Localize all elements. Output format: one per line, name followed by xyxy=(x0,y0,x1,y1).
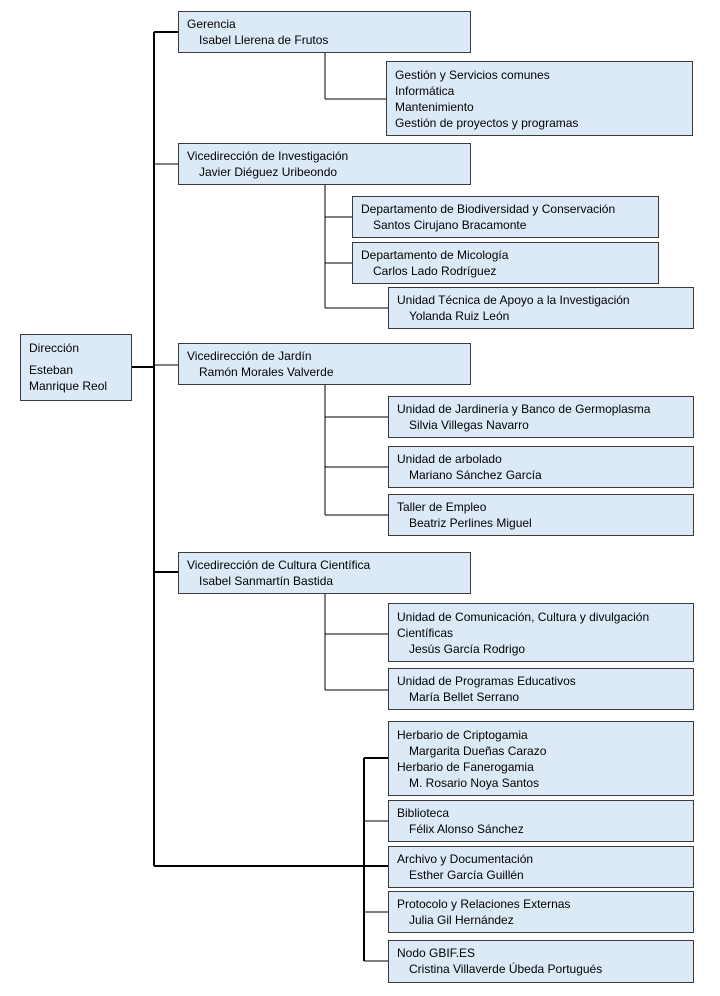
unit-title: Archivo y Documentación xyxy=(397,852,534,866)
unit-box-herbarios: Herbario de Criptogamia Margarita Dueñas… xyxy=(388,721,694,796)
cultura-box: Vicedirección de Cultura Científica Isab… xyxy=(178,552,471,594)
service-item: Gestión y Servicios comunes xyxy=(395,68,550,82)
unit-title-line2: Científicas xyxy=(397,626,454,640)
unit-box-gbif: Nodo GBIF.ES Cristina Villaverde Úbeda P… xyxy=(388,940,694,983)
unit-title: Unidad Técnica de Apoyo a la Investigaci… xyxy=(397,293,630,307)
unit-head: Cristina Villaverde Úbeda Portugués xyxy=(409,962,603,976)
unit-box-apoyo-investigacion: Unidad Técnica de Apoyo a la Investigaci… xyxy=(388,287,694,329)
unit-box-archivo: Archivo y Documentación Esther García Gu… xyxy=(388,846,694,888)
unit-title-line1: Unidad de Comunicación, Cultura y divulg… xyxy=(397,610,650,624)
investigacion-title: Vicedirección de Investigación xyxy=(187,149,349,163)
gerencia-title: Gerencia xyxy=(187,17,236,31)
unit-head: Esther García Guillén xyxy=(409,868,524,882)
jardin-box: Vicedirección de Jardín Ramón Morales Va… xyxy=(178,343,471,385)
unit-head: Félix Alonso Sánchez xyxy=(409,822,524,836)
herbario-criptogamia-title: Herbario de Criptogamia xyxy=(397,728,528,742)
unit-box-protocolo: Protocolo y Relaciones Externas Julia Gi… xyxy=(388,891,694,933)
direccion-name-line2: Manrique Reol xyxy=(29,379,108,393)
unit-head: Santos Cirujano Bracamonte xyxy=(373,218,527,232)
gerencia-services-box: Gestión y Servicios comunes Informática … xyxy=(386,61,693,136)
herbario-fanerogamia-title: Herbario de Fanerogamia xyxy=(397,760,534,774)
unit-head: Jesús García Rodrigo xyxy=(409,642,526,656)
unit-head: Julia Gil Hernández xyxy=(409,913,514,927)
unit-box-biblioteca: Biblioteca Félix Alonso Sánchez xyxy=(388,800,694,842)
service-item: Gestión de proyectos y programas xyxy=(395,116,579,130)
unit-title: Protocolo y Relaciones Externas xyxy=(397,897,571,911)
unit-box-programas-educativos: Unidad de Programas Educativos María Bel… xyxy=(388,668,694,710)
service-item: Mantenimiento xyxy=(395,100,474,114)
cultura-head: Isabel Sanmartín Bastida xyxy=(199,574,334,588)
unit-head: Carlos Lado Rodríguez xyxy=(373,264,497,278)
unit-title: Taller de Empleo xyxy=(397,500,487,514)
unit-box-comunicacion: Unidad de Comunicación, Cultura y divulg… xyxy=(388,603,694,662)
unit-box-jardineria: Unidad de Jardinería y Banco de Germopla… xyxy=(388,396,694,438)
unit-title: Departamento de Micología xyxy=(361,248,509,262)
unit-title: Biblioteca xyxy=(397,806,450,820)
investigacion-box: Vicedirección de Investigación Javier Di… xyxy=(178,143,471,185)
unit-title: Unidad de arbolado xyxy=(397,452,502,466)
unit-title: Nodo GBIF.ES xyxy=(397,946,476,960)
gerencia-head: Isabel Llerena de Frutos xyxy=(199,33,329,47)
gerencia-box: Gerencia Isabel Llerena de Frutos xyxy=(178,11,471,53)
unit-head: Yolanda Ruiz León xyxy=(409,309,510,323)
cultura-title: Vicedirección de Cultura Científica xyxy=(187,558,371,572)
direccion-name-line1: Esteban xyxy=(29,363,74,377)
herbario-fanerogamia-head: M. Rosario Noya Santos xyxy=(409,776,540,790)
service-item: Informática xyxy=(395,84,455,98)
unit-box-taller-empleo: Taller de Empleo Beatriz Perlines Miguel xyxy=(388,494,694,536)
jardin-head: Ramón Morales Valverde xyxy=(199,365,334,379)
investigacion-head: Javier Diéguez Uribeondo xyxy=(199,165,338,179)
unit-box-biodiversidad: Departamento de Biodiversidad y Conserva… xyxy=(352,196,659,238)
direccion-box: Dirección Esteban Manrique Reol xyxy=(20,334,132,401)
direccion-title: Dirección xyxy=(29,341,80,355)
jardin-title: Vicedirección de Jardín xyxy=(187,349,312,363)
herbario-criptogamia-head: Margarita Dueñas Carazo xyxy=(409,744,547,758)
unit-title: Departamento de Biodiversidad y Conserva… xyxy=(361,202,616,216)
unit-head: Silvia Villegas Navarro xyxy=(409,418,529,432)
unit-head: Beatriz Perlines Miguel xyxy=(409,516,532,530)
unit-title: Unidad de Programas Educativos xyxy=(397,674,576,688)
unit-head: María Bellet Serrano xyxy=(409,690,520,704)
unit-box-micologia: Departamento de Micología Carlos Lado Ro… xyxy=(352,242,659,284)
unit-box-arbolado: Unidad de arbolado Mariano Sánchez Garcí… xyxy=(388,446,694,488)
unit-title: Unidad de Jardinería y Banco de Germopla… xyxy=(397,402,651,416)
unit-head: Mariano Sánchez García xyxy=(409,468,542,482)
